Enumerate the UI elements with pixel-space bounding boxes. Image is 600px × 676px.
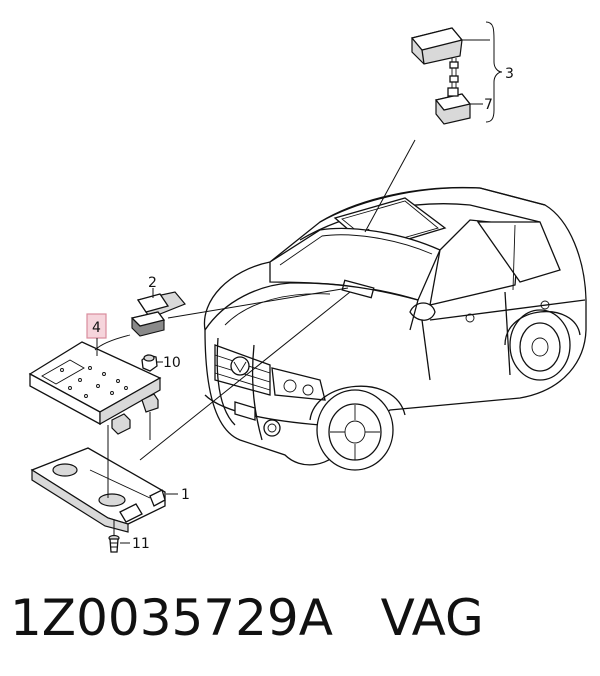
part-11-screw: [108, 534, 120, 553]
brand-name: VAG: [380, 589, 484, 647]
part-10-nut: [141, 354, 158, 372]
part-2-module: [130, 291, 186, 337]
bracket-3: [485, 21, 503, 123]
vehicle-illustration: [203, 186, 587, 471]
callout-7: 7: [484, 97, 493, 113]
callout-2: 2: [148, 275, 157, 291]
leader-3-car: [364, 139, 416, 233]
part-4-control-unit: [28, 334, 162, 435]
parts-diagram: 2 4 10 1 11 3 7: [28, 21, 587, 553]
part-1-bracket: [30, 447, 166, 533]
callout-1: 1: [181, 487, 190, 503]
callout-10: 10: [163, 355, 181, 371]
part-3-assembly: [410, 27, 472, 125]
leader-2-car: [167, 287, 349, 319]
part-number: 1Z0035729A: [10, 589, 333, 647]
callout-3: 3: [505, 66, 514, 82]
callout-4: 4: [92, 320, 101, 336]
leader-4-car: [139, 291, 351, 461]
callout-11: 11: [132, 536, 150, 552]
part-number-caption: 1Z0035729A VAG: [10, 588, 484, 648]
